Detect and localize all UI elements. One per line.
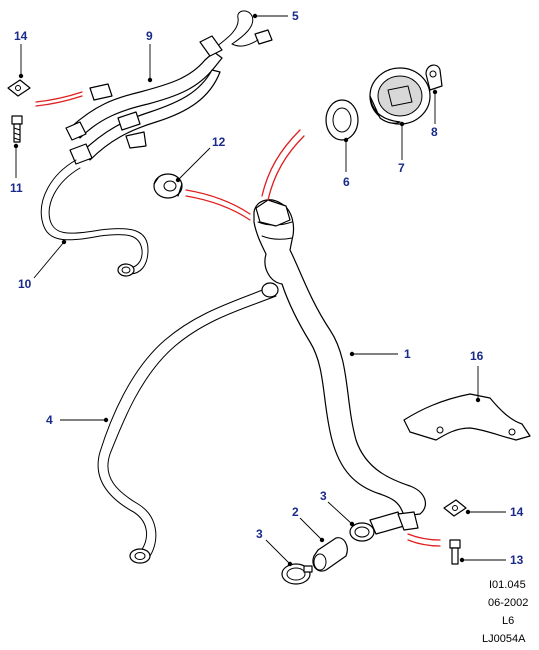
- part-11-bolt: [11, 115, 23, 143]
- part-7-filler-cap: [369, 67, 431, 125]
- callout-13: 13: [510, 553, 524, 567]
- callout-5: 5: [292, 9, 299, 23]
- part-14-clip-right: [443, 499, 467, 517]
- callout-14-right: 14: [510, 505, 524, 519]
- callout-7: 7: [398, 161, 405, 175]
- part-6-seal-ring: [325, 99, 359, 141]
- callout-6: 6: [343, 175, 350, 189]
- issue-date: 06-2002: [488, 597, 528, 609]
- engine-code: L6: [502, 615, 514, 627]
- part-3-hose-clamp-upper: [349, 522, 375, 542]
- drawing-number: LJ0054A: [482, 633, 526, 645]
- callout-16: 16: [470, 349, 484, 363]
- part-9-vent-pipe-assembly: [65, 10, 273, 165]
- reference-block: I01.045 06-2002 L6 LJ0054A: [482, 579, 528, 645]
- part-2-hose: [312, 537, 348, 572]
- callout-10: 10: [18, 277, 32, 291]
- callout-labels: 14 9 5 11 12 10 6 7 8 1 4 16 2 3 3 14 13: [10, 9, 524, 567]
- callout-11: 11: [10, 181, 23, 195]
- callout-8: 8: [431, 125, 438, 139]
- callout-9: 9: [146, 29, 153, 43]
- callout-12: 12: [212, 135, 226, 149]
- part-3-hose-clamp-lower: [281, 563, 313, 585]
- part-16-heat-shield: [403, 393, 531, 441]
- leader-lines: [13, 13, 506, 567]
- part-8-cap-tether: [425, 64, 443, 91]
- figure-number: I01.045: [489, 579, 526, 591]
- callout-4: 4: [46, 413, 53, 427]
- callout-2: 2: [292, 505, 299, 519]
- part-10-vent-pipe: [40, 159, 149, 277]
- callout-3-upper: 3: [320, 489, 327, 503]
- part-1-filler-neck: [253, 199, 427, 535]
- part-13-bolt: [449, 539, 461, 565]
- callout-14-top: 14: [14, 29, 28, 43]
- part-12-grommet: [153, 173, 183, 199]
- part-14-clip-top: [7, 79, 31, 97]
- red-guide-lines: [35, 91, 441, 547]
- callout-1: 1: [404, 347, 411, 361]
- part-4-breather-pipe: [97, 282, 279, 564]
- callout-3-lower: 3: [256, 527, 263, 541]
